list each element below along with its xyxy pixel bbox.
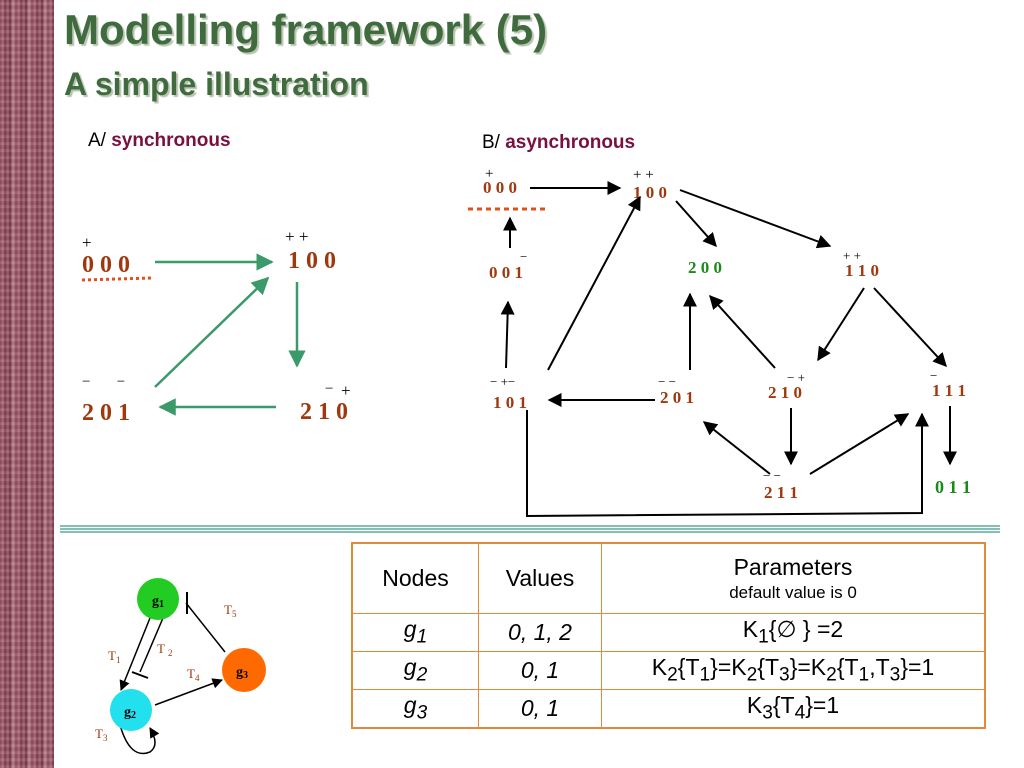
b-s001-mark: − — [520, 249, 527, 264]
parameters-table: Nodes Values Parameters default value is… — [351, 542, 986, 729]
b-arrow-110-210 — [817, 287, 865, 362]
edge-label-t2: T 2 — [157, 641, 172, 658]
edge-label-t1: T1 — [108, 648, 120, 665]
header-parameters-label: Parameters — [733, 553, 853, 580]
edge-label-t4: T4 — [187, 666, 200, 683]
a-initial-dotted-line — [81, 276, 153, 282]
b-s210-marks: − + — [787, 370, 805, 385]
node-g2 — [110, 689, 152, 731]
a-s000-marks: + — [82, 233, 92, 252]
a-s100-marks: + + — [285, 227, 308, 246]
table-row: g1 0, 1, 2 K1{∅ } =2 — [351, 612, 986, 652]
edge-t2 — [139, 617, 164, 673]
a-state-100: 1 0 0 — [288, 248, 336, 274]
edge-label-t5: T5 — [224, 602, 237, 619]
decorative-side-stripe — [0, 0, 54, 768]
panel-b-diagram: + 0 0 0 + + 1 0 0 − 0 0 1 2 0 0 + + 1 1 … — [468, 166, 971, 518]
edge-t1 — [119, 617, 151, 691]
panel-a-diagram: + 0 0 0 + + 1 0 0 − + 2 1 0 − − 2 0 1 — [81, 227, 351, 426]
row-values: 0, 1 — [478, 688, 602, 728]
a-arrow-201-100 — [154, 276, 270, 388]
b-state-100: 1 0 0 — [633, 183, 667, 202]
panel-a-heading: A/ synchronous — [88, 130, 231, 152]
b-arrow-110-111 — [873, 287, 947, 368]
b-arrow-210-200 — [709, 294, 776, 369]
b-s101-marks: − +− — [490, 374, 515, 389]
row-params: K3{T4}=1 — [601, 688, 986, 728]
a-s201-marks: − − — [82, 374, 125, 390]
edge-t2-bar — [131, 671, 149, 679]
slide-subtitle: A simple illustration — [64, 66, 369, 102]
b-arrow-101-100 — [547, 195, 641, 371]
row-values: 0, 1, 2 — [478, 612, 602, 652]
b-arrow-101-111 — [526, 410, 929, 518]
slide-title: Modelling framework (5) — [64, 6, 548, 53]
edge-t5 — [185, 602, 226, 653]
panel-a-prefix: A/ — [88, 130, 106, 151]
section-separator — [60, 525, 1000, 533]
header-nodes: Nodes — [351, 542, 479, 614]
b-arrow-100-110 — [679, 189, 832, 249]
row-node: g1 — [351, 612, 479, 652]
b-state-000: 0 0 0 — [483, 178, 517, 197]
b-s100-marks: + + — [633, 167, 654, 183]
a-state-000: 0 0 0 — [82, 252, 130, 278]
row-params: K2{T1}=K2{T3}=K2{T1,T3}=1 — [601, 650, 986, 690]
node-g3 — [222, 648, 266, 692]
a-s210-minus: − — [325, 381, 333, 397]
row-values: 0, 1 — [478, 650, 602, 690]
b-arrow-211-201 — [702, 421, 771, 475]
b-s110-marks: + + — [843, 248, 861, 263]
regulatory-graph: g1 g2 g3 T1 T 2 T5 T4 T3 — [95, 578, 266, 755]
b-s201-marks: − − — [658, 374, 676, 389]
b-state-210: 2 1 0 — [768, 383, 802, 402]
table-row: g3 0, 1 K3{T4}=1 — [351, 688, 986, 728]
row-node: g2 — [351, 650, 479, 690]
b-state-201: 2 0 1 — [660, 388, 694, 407]
panel-b-heading: B/ asynchronous — [482, 132, 635, 154]
panel-a-label: synchronous — [111, 130, 231, 151]
node-g1 — [137, 578, 179, 620]
row-node: g3 — [351, 688, 479, 728]
b-arrow-101-001 — [500, 300, 515, 369]
row-params: K1{∅ } =2 — [601, 612, 986, 652]
a-state-201: 2 0 1 — [82, 400, 130, 426]
panel-b-label: asynchronous — [505, 132, 636, 153]
panel-b-prefix: B/ — [482, 132, 500, 153]
b-s000-mark: + — [485, 166, 493, 182]
b-state-110: 1 1 0 — [845, 261, 879, 280]
a-state-210: 2 1 0 — [300, 399, 348, 425]
a-s210-plus: + — [341, 381, 351, 400]
edge-t4 — [154, 678, 223, 706]
header-parameters-note: default value is 0 — [729, 582, 857, 602]
b-s111-mark: − — [930, 368, 937, 383]
b-state-001: 0 0 1 — [489, 263, 523, 282]
edge-label-t3: T3 — [95, 726, 108, 743]
edge-t3 — [119, 724, 160, 755]
b-state-111: 1 1 1 — [932, 381, 966, 400]
header-values: Values — [478, 542, 602, 614]
b-state-011: 0 1 1 — [935, 477, 971, 497]
b-state-200: 2 0 0 — [688, 258, 722, 277]
b-arrow-211-111 — [809, 413, 910, 475]
header-parameters: Parameters default value is 0 — [601, 542, 986, 614]
b-arrow-100-200 — [675, 200, 717, 248]
table-row: g2 0, 1 K2{T1}=K2{T3}=K2{T1,T3}=1 — [351, 650, 986, 690]
b-state-211: 2 1 1 — [764, 483, 798, 502]
b-state-101: 1 0 1 — [493, 393, 527, 412]
